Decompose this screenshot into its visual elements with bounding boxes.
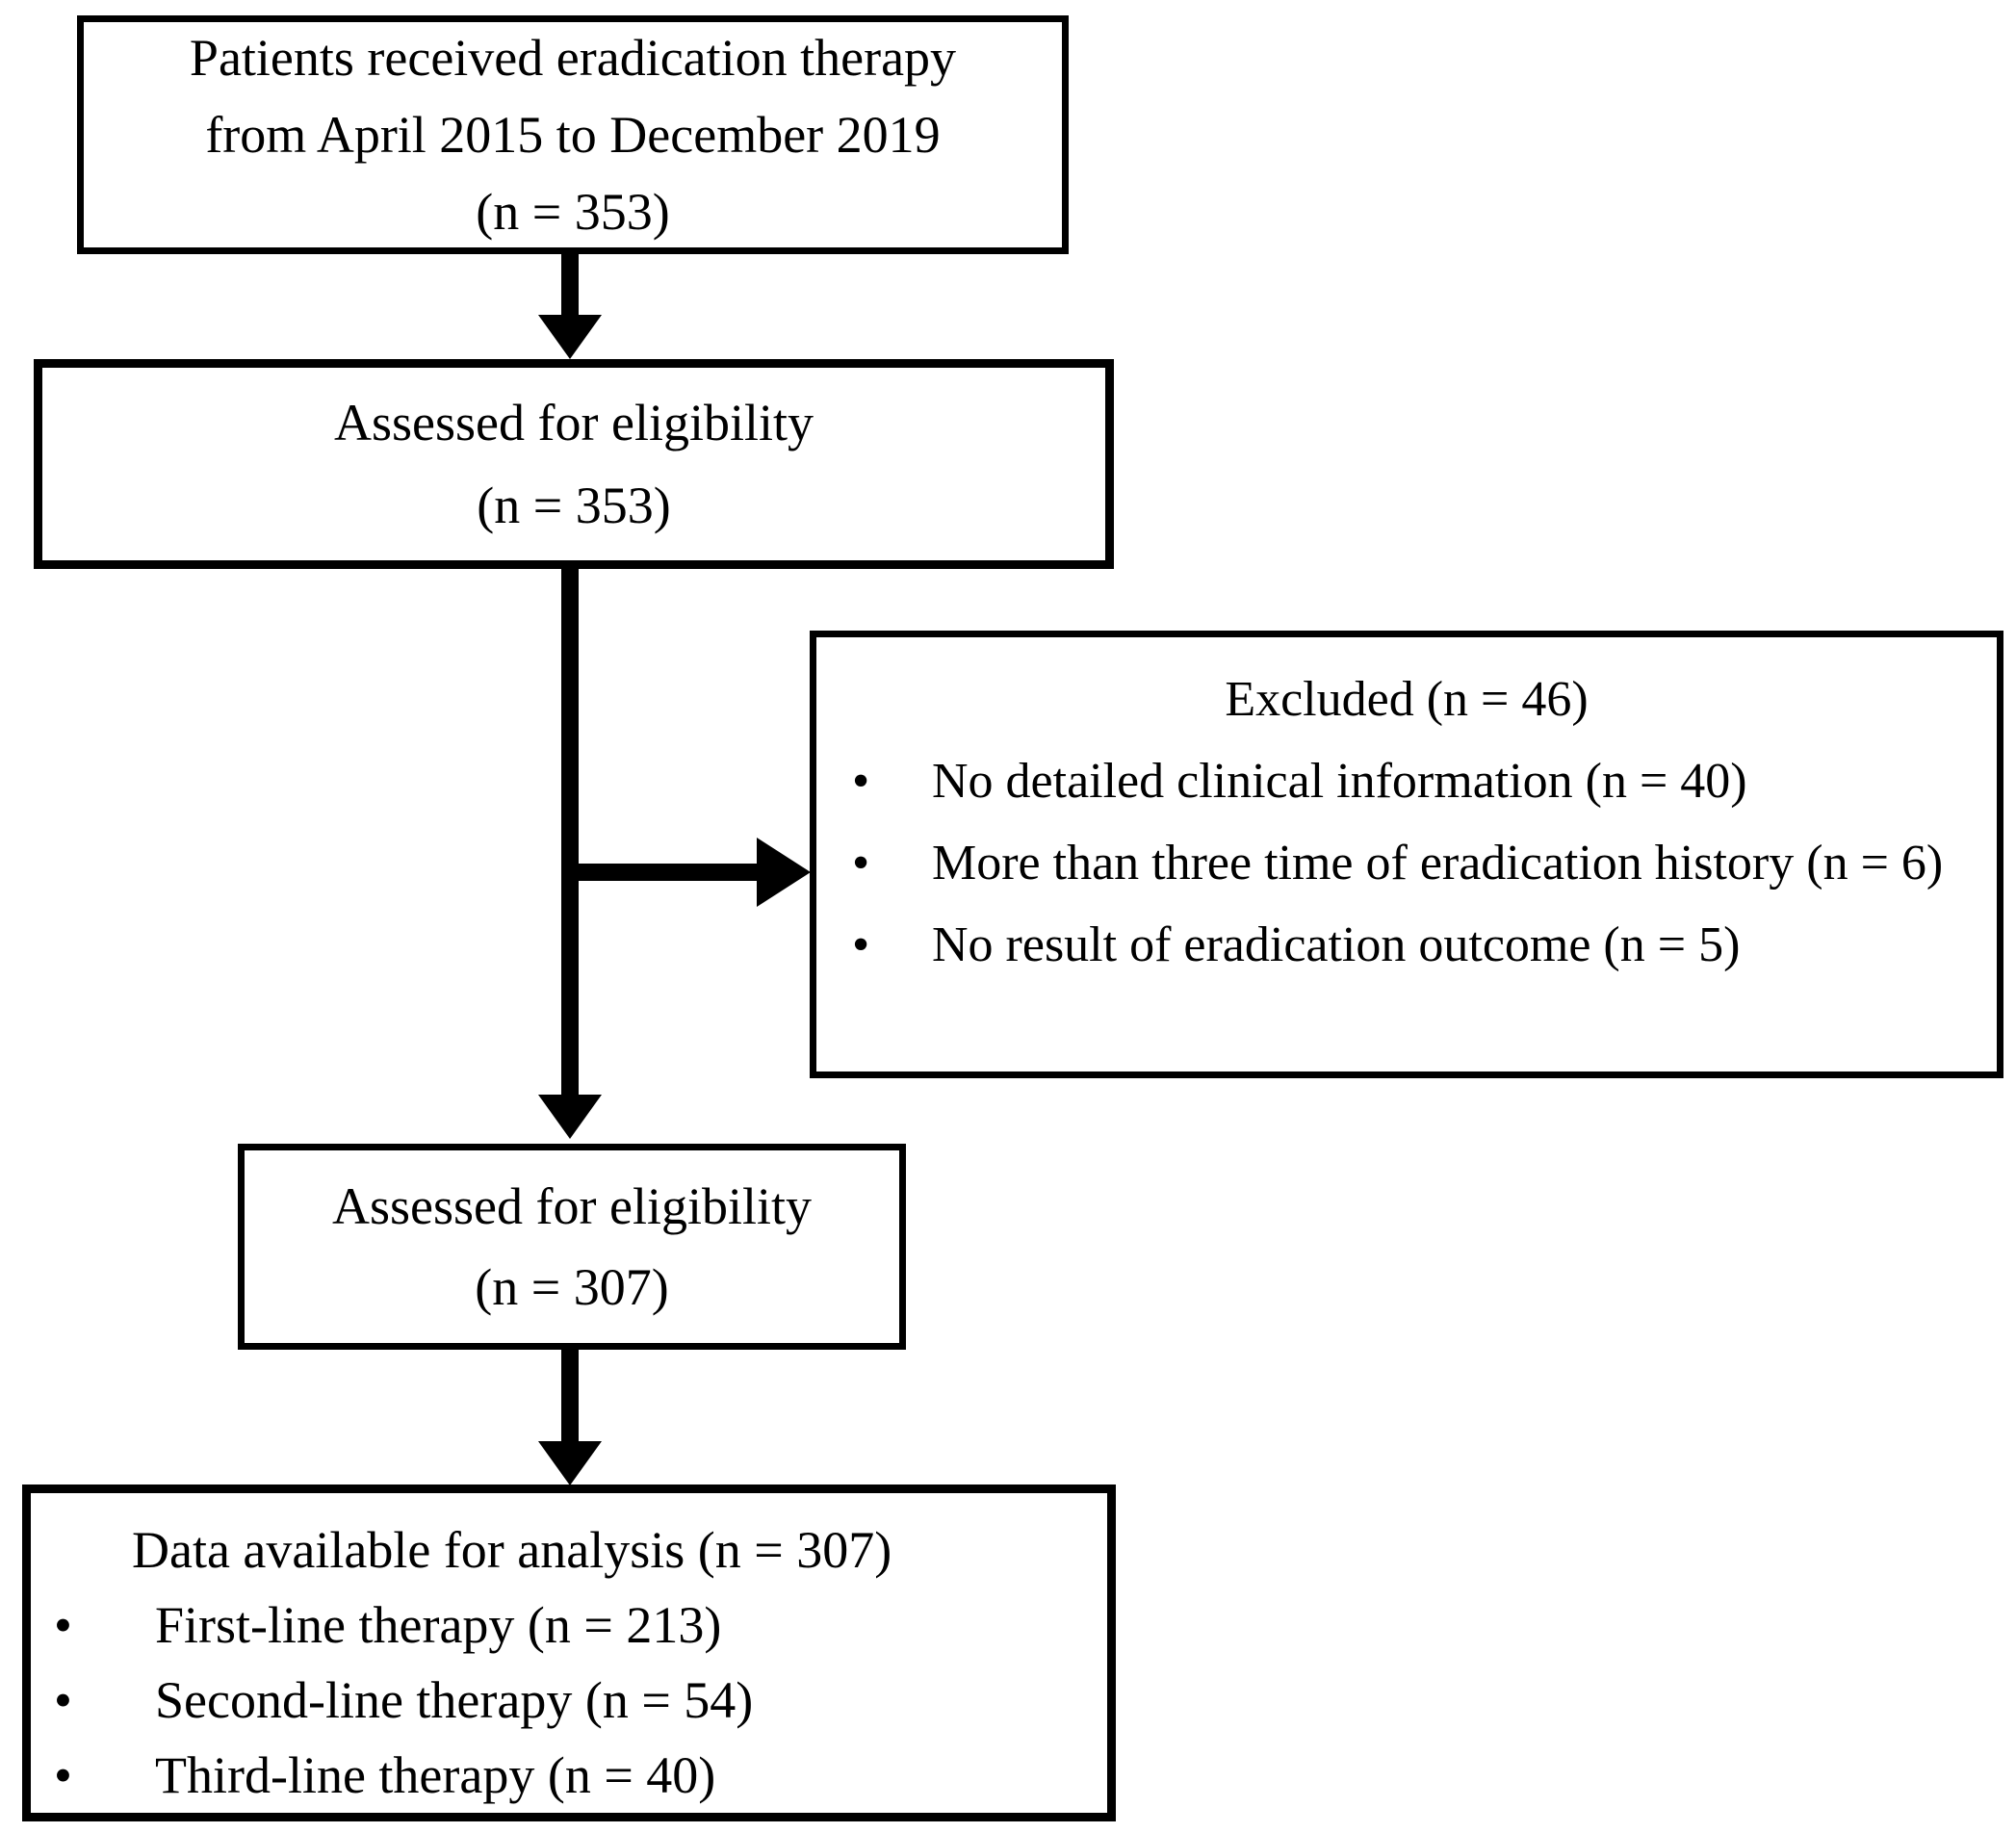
analysis-bullet-text: Second-line therapy (n = 54) (155, 1671, 754, 1729)
box-assessed-eligibility-353: Assessed for eligibility (n = 353) (34, 359, 1114, 569)
arrow-shaft-eligible-to-analysis (561, 1347, 579, 1444)
box-eradication-therapy: Patients received eradication therapy fr… (77, 15, 1069, 254)
analysis-bullet-item: • Second-line therapy (n = 54) (31, 1663, 1107, 1738)
box-data-analysis: Data available for analysis (n = 307) • … (22, 1484, 1116, 1821)
excluded-bullet-text: More than three time of eradication hist… (932, 836, 1944, 891)
excluded-title: Excluded (n = 46) (1225, 672, 1589, 727)
arrow-shaft-to-excluded (570, 864, 761, 881)
excluded-bullet-item: • More than three time of eradication hi… (816, 822, 1997, 904)
arrowhead-right-icon (757, 838, 811, 907)
excluded-bullet-item: • No detailed clinical information (n = … (816, 740, 1997, 822)
excluded-bullet-text: No result of eradication outcome (n = 5) (932, 917, 1741, 972)
bullet-icon: • (54, 1671, 72, 1729)
analysis-bullet-text: Third-line therapy (n = 40) (155, 1746, 716, 1804)
box-text-line: from April 2015 to December 2019 (205, 106, 941, 164)
arrowhead-down-icon (538, 1095, 602, 1139)
bullet-icon: • (54, 1596, 72, 1654)
excluded-bullet-item: • No result of eradication outcome (n = … (816, 904, 1997, 986)
analysis-bullet-item: • First-line therapy (n = 213) (31, 1588, 1107, 1663)
box-assessed-eligibility-307: Assessed for eligibility (n = 307) (238, 1144, 906, 1350)
arrowhead-down-icon (538, 315, 602, 359)
bullet-icon: • (54, 1746, 72, 1804)
arrow-shaft-assessed-to-eligible (561, 566, 579, 1097)
bullet-icon: • (852, 836, 870, 891)
box-text-line: Assessed for eligibility (334, 394, 814, 452)
analysis-bullet-item: • Third-line therapy (n = 40) (31, 1738, 1107, 1813)
box-text-line: (n = 307) (475, 1258, 669, 1316)
box-text-line: (n = 353) (477, 477, 671, 534)
analysis-title: Data available for analysis (n = 307) (132, 1521, 892, 1579)
arrowhead-down-icon (538, 1441, 602, 1485)
arrow-shaft-top-to-assessed (561, 252, 579, 318)
bullet-icon: • (852, 754, 870, 809)
box-text-line: Assessed for eligibility (332, 1177, 812, 1235)
box-text-line: (n = 353) (476, 183, 670, 241)
box-excluded: Excluded (n = 46) • No detailed clinical… (810, 631, 2003, 1078)
analysis-bullet-text: First-line therapy (n = 213) (155, 1596, 722, 1654)
box-text-line: Patients received eradication therapy (189, 29, 957, 87)
excluded-bullet-text: No detailed clinical information (n = 40… (932, 754, 1747, 809)
bullet-icon: • (852, 917, 870, 972)
